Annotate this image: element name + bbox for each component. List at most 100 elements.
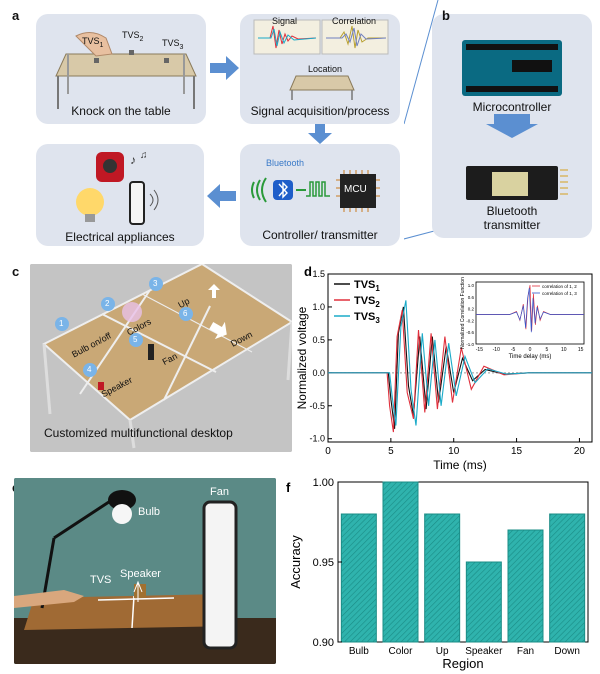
appliances-illustration: ♪ ♫ [76,150,159,225]
panel-letter-a: a [12,8,20,23]
y-tick-label: 0.90 [313,637,334,649]
knock-caption: Knock on the table [71,104,171,118]
series-line-tvs2 [328,310,592,433]
x-tick-label: Color [389,646,414,657]
inset-x-tick-label: 15 [578,347,584,353]
signal-label: Signal [272,16,298,26]
inset-x-tick-label: -15 [476,347,483,353]
appliances-box: ♪ ♫ Electrical appliances [36,144,204,246]
panel-b-illustration [462,40,568,200]
controller-box: Bluetooth MCU Controller/ transmitter [240,144,400,246]
x-tick-label: Up [436,646,449,657]
desktop-illustration [30,264,292,452]
x-tick-label: Fan [517,646,534,657]
region-badges [55,277,193,377]
region-num-6: 6 [183,309,188,318]
x-tick-label: Bulb [349,646,369,657]
bar-down [549,513,586,643]
bar-fan [507,529,544,643]
svg-text:♫: ♫ [140,150,148,161]
inset-y-tick-label: 0.2 [468,307,475,312]
region-num-4: 4 [87,365,92,374]
knock-box: TVS1 TVS2 TVS3 Knock on the table [36,14,206,124]
y-tick-label: 0.0 [312,368,325,378]
region-num-5: 5 [133,335,138,344]
bar-speaker [465,561,502,643]
table-illustration [55,32,197,109]
bar-color [382,481,419,643]
desktop-caption: Customized multifunctional desktop [44,426,233,440]
bulb-label: Bulb [138,506,161,518]
region-num-1: 1 [59,319,64,328]
bar-up [424,513,461,643]
inset-y-tick-label: 0.6 [468,295,475,300]
bluetooth-label: Bluetooth [266,158,305,168]
y-tick-label: -0.5 [309,401,325,411]
bar-bulb [340,513,377,643]
speaker-label: Speaker [120,568,161,580]
bt-caption-2: transmitter [483,218,541,232]
y-axis-label: Normalized voltage [296,306,309,409]
signal-illustration [253,19,389,100]
x-tick-label: Speaker [465,646,503,657]
x-tick-label: 0 [325,446,331,457]
inset-y-axis-label: Normalized Correlation Function [460,277,466,349]
setup-photo: Bulb Fan TVS Speaker [14,478,276,664]
region-num-3: 3 [153,279,158,288]
region-num-2: 2 [105,299,110,308]
panel-letter-b: b [442,8,450,23]
acq-caption: Signal acquisition/process [250,104,390,118]
inset-legend-entry-1: correlation of 1, 2 [542,284,577,289]
y-tick-label: 1.00 [313,477,334,489]
y-tick-label: 1.0 [312,302,325,312]
setup-illustration [14,478,276,664]
legend-entry-tvs2: TVS2 [354,295,380,309]
location-label: Location [308,64,343,74]
inset-x-tick-label: 10 [561,347,567,353]
svg-text:♪: ♪ [130,153,136,167]
controller-illustration [251,170,380,212]
panel-b-box: Microcontroller Bluetooth transmitter [432,14,592,238]
inset-x-tick-label: 0 [529,347,532,353]
signal-box: Signal Correlation Location Signal acqui… [240,14,400,124]
x-tick-label: 5 [388,446,394,457]
y-tick-label: -1.0 [309,434,325,444]
series-line-tvs1 [328,306,592,429]
inset-x-tick-label: 5 [545,347,548,353]
x-tick-label: Down [554,646,580,657]
panel-letter-f: f [286,480,291,495]
inset-x-axis-label: Time delay (ms) [509,354,552,360]
mcu-label: MCU [344,184,367,195]
y-tick-label: 0.5 [312,335,325,345]
inset-x-tick-label: -5 [511,347,516,353]
y-tick-label: 0.95 [313,557,334,569]
inset-y-tick-label: -0.2 [466,318,474,323]
tvs-label: TVS [90,574,112,586]
legend-entry-tvs3: TVS3 [354,311,380,325]
x-tick-label: 20 [574,446,586,457]
fan-label: Fan [210,486,229,498]
inset-y-tick-label: 1.0 [468,283,475,288]
inset-legend-entry-2: correlation of 1, 3 [542,291,577,296]
appliances-caption: Electrical appliances [65,230,175,244]
arrow-left-icon [207,184,236,208]
legend-entry-tvs1: TVS1 [354,279,380,293]
tvs3-label: TVS3 [162,38,184,51]
tvs1-label: TVS1 [82,36,104,49]
y-tick-label: 1.5 [312,269,325,279]
hand-icon [75,32,113,57]
series-line-tvs3 [328,300,592,426]
x-axis-label: Time (ms) [433,458,487,472]
x-tick-label: 10 [448,446,460,457]
plot-frame [327,273,593,443]
panel-letter-d: d [304,264,312,279]
correlation-label: Correlation [332,16,377,26]
desktop-photo: 1 2 3 4 5 6 Bulb on/off Colors Up Speake… [30,264,292,452]
panel-letter-c: c [12,264,20,279]
inset-series-line-2 [476,287,584,333]
y-axis-label: Accuracy [288,535,303,589]
x-axis-label: Region [442,656,483,671]
